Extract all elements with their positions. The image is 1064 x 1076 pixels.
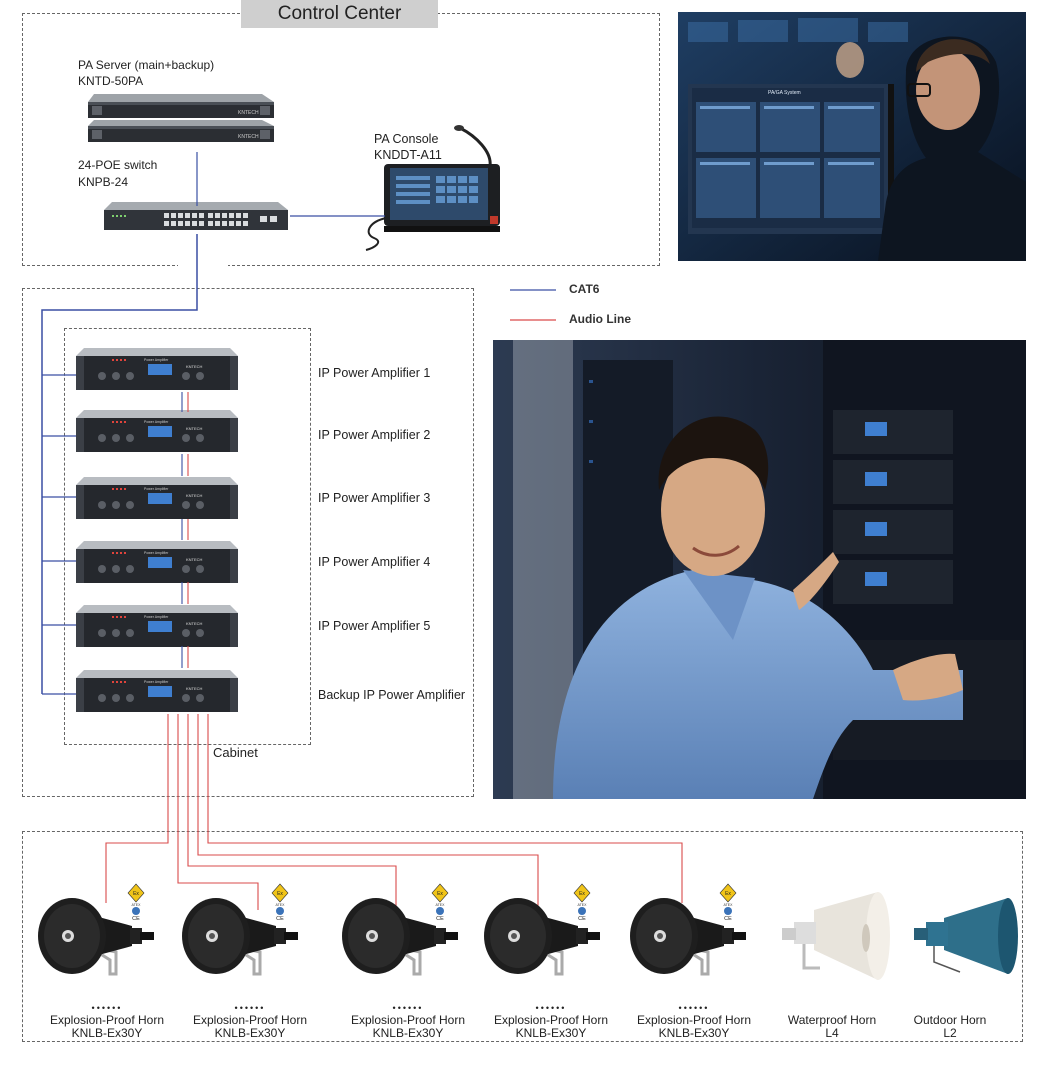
horn-model-4: KNLB-Ex30Y <box>515 1026 587 1040</box>
svg-text:CE: CE <box>724 916 732 922</box>
server-label: PA Server (main+backup) <box>78 58 215 72</box>
svg-text:Power Amplifier: Power Amplifier <box>144 358 169 362</box>
svg-text:PA/GA System: PA/GA System <box>768 90 801 96</box>
cabinet-label: Cabinet <box>213 745 258 760</box>
horn-speaker-6-icon <box>782 892 890 980</box>
horn-speaker-5-icon <box>630 898 746 976</box>
horn-name-6: Waterproof Horn <box>787 1013 877 1027</box>
svg-text:Power Amplifier: Power Amplifier <box>144 420 169 424</box>
svg-text:CE: CE <box>276 916 284 922</box>
horn-dots: •••••• <box>392 1003 424 1013</box>
legend-cat6-line <box>510 289 556 291</box>
horn-model-2: KNLB-Ex30Y <box>214 1026 286 1040</box>
horn-name-2: Explosion-Proof Horn <box>192 1013 308 1027</box>
svg-text:KNTECH: KNTECH <box>186 686 203 691</box>
switch-model: KNPB-24 <box>78 175 129 189</box>
svg-text:KNTECH: KNTECH <box>186 364 203 369</box>
horn-speaker-1-icon <box>38 898 154 976</box>
horn-name-4: Explosion-Proof Horn <box>493 1013 609 1027</box>
svg-text:KNTECH: KNTECH <box>238 110 259 116</box>
svg-text:ATEX: ATEX <box>578 903 588 907</box>
legend-cat6-label: CAT6 <box>569 282 600 296</box>
svg-text:Ex: Ex <box>133 891 139 897</box>
legend-audio-label: Audio Line <box>569 312 631 326</box>
horn-dots: •••••• <box>91 1003 123 1013</box>
horn-speaker-7-icon <box>914 898 1018 974</box>
server-unit-main: KNTECH <box>88 94 274 118</box>
field-box <box>22 831 1023 1042</box>
horn-name-1: Explosion-Proof Horn <box>49 1013 165 1027</box>
console-model: KNDDT-A11 <box>374 148 442 162</box>
horn-name-5: Explosion-Proof Horn <box>636 1013 752 1027</box>
horn-name-3: Explosion-Proof Horn <box>350 1013 466 1027</box>
poe-switch-illustration <box>104 202 288 230</box>
svg-text:ATEX: ATEX <box>724 903 734 907</box>
rack-room-box <box>22 288 474 797</box>
svg-text:Ex: Ex <box>579 891 585 897</box>
amplifier-label-2: IP Power Amplifier 2 <box>318 428 431 442</box>
amplifier-label-4: IP Power Amplifier 4 <box>318 555 431 569</box>
svg-text:CE: CE <box>436 916 444 922</box>
svg-text:Ex: Ex <box>277 891 283 897</box>
svg-text:KNTECH: KNTECH <box>186 493 203 498</box>
horn-speaker-4-icon <box>484 898 600 976</box>
svg-text:Power Amplifier: Power Amplifier <box>144 615 169 619</box>
server-unit-backup: KNTECH <box>88 120 274 142</box>
horn-dots: •••••• <box>678 1003 710 1013</box>
svg-text:Power Amplifier: Power Amplifier <box>144 551 169 555</box>
svg-text:KNTECH: KNTECH <box>186 426 203 431</box>
server-model: KNTD-50PA <box>78 74 144 88</box>
switch-label: 24-POE switch <box>78 158 158 172</box>
svg-text:CE: CE <box>578 916 586 922</box>
amplifier-label-5: IP Power Amplifier 5 <box>318 619 431 633</box>
horn-name-7: Outdoor Horn <box>913 1013 987 1027</box>
horn-model-3: KNLB-Ex30Y <box>372 1026 444 1040</box>
horn-model-7: L2 <box>943 1026 957 1040</box>
amplifier-label-backup: Backup IP Power Amplifier <box>318 688 466 702</box>
amplifier-label-3: IP Power Amplifier 3 <box>318 491 431 505</box>
amplifier-label-1: IP Power Amplifier 1 <box>318 366 431 380</box>
svg-text:Ex: Ex <box>725 891 731 897</box>
pa-server-illustration: KNTECH KNTECH <box>88 94 274 142</box>
technician-server-room-photo <box>493 340 1026 799</box>
horn-dots: •••••• <box>535 1003 567 1013</box>
svg-text:Ex: Ex <box>437 891 443 897</box>
svg-text:Power Amplifier: Power Amplifier <box>144 487 169 491</box>
svg-text:KNTECH: KNTECH <box>238 134 259 140</box>
svg-text:ATEX: ATEX <box>276 903 286 907</box>
svg-text:ATEX: ATEX <box>132 903 142 907</box>
svg-text:Power Amplifier: Power Amplifier <box>144 680 169 684</box>
console-label: PA Console <box>374 132 439 146</box>
horn-speaker-3-icon <box>342 898 458 976</box>
svg-text:KNTECH: KNTECH <box>186 557 203 562</box>
pa-console-illustration <box>365 125 500 251</box>
horn-speaker-2-icon <box>182 898 298 976</box>
horn-model-6: L4 <box>825 1026 839 1040</box>
horn-model-5: KNLB-Ex30Y <box>658 1026 730 1040</box>
horn-model-1: KNLB-Ex30Y <box>71 1026 143 1040</box>
svg-text:CE: CE <box>132 916 140 922</box>
svg-text:KNTECH: KNTECH <box>186 621 203 626</box>
control-center-title: Control Center <box>241 0 438 28</box>
horn-dots: •••••• <box>234 1003 266 1013</box>
monitoring-operator-photo: PA/GA System <box>678 12 1026 261</box>
legend-audio-line <box>510 319 556 321</box>
svg-text:ATEX: ATEX <box>436 903 446 907</box>
